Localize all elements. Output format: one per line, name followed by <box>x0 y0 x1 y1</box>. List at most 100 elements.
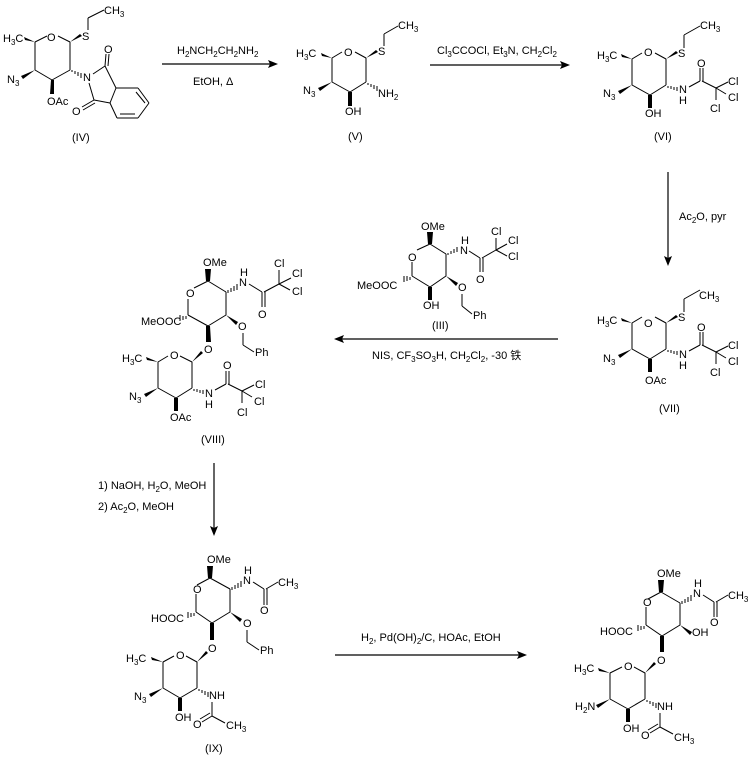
ring-oxygen: O <box>344 47 353 59</box>
chlorine-1: Cl <box>728 76 738 88</box>
reaction-arrow-2: Cl3CCOCl, Et3N, CH2Cl2 <box>430 45 570 69</box>
methyl-group: H3C <box>574 663 594 677</box>
ring-oxygen: O <box>47 32 56 44</box>
compound-label-vii: (VII) <box>659 403 680 415</box>
reaction-arrow-5: 1) NaOH, H2O, MeOH 2) Ac2O, MeOH <box>98 463 218 536</box>
compound-viii: O OMe H N O Cl Cl Cl MeOOC O Ph O <box>122 257 302 446</box>
methyl-group: H3C <box>122 353 142 367</box>
conditions-step6: H2, Pd(OH)2/C, HOAc, EtOH <box>361 632 501 646</box>
benzyl-oxygen: O <box>243 618 252 630</box>
chlorine-1: Cl <box>491 226 501 238</box>
chlorine-2: Cl <box>292 268 302 280</box>
ethyl-methyl: CH3 <box>398 20 419 34</box>
compound-label-vi: (VI) <box>654 131 672 143</box>
ethyl-methyl: CH3 <box>699 290 720 304</box>
chlorine-3: Cl <box>710 103 720 115</box>
compound-v: O H3C S CH3 N3 OH NH2 (V) <box>296 20 419 143</box>
reaction-arrow-4: NIS, CF3SO3H, CH2Cl2, -30 铁 <box>334 335 558 364</box>
amide-hydrogen: H <box>244 565 252 577</box>
glycosidic-oxygen: O <box>204 344 213 356</box>
chlorine-3: Cl <box>508 251 518 263</box>
amide-hydrogen: H <box>679 95 687 107</box>
compound-vi: O H3C S CH3 N3 OH N H O Cl Cl Cl (VI) <box>597 20 738 143</box>
chlorine-2: Cl <box>508 235 518 247</box>
ring-oxygen: O <box>643 597 652 609</box>
methyl-group: H3C <box>126 653 146 667</box>
amide2-nitrogen: N <box>205 388 213 400</box>
amide-nitrogen: N <box>243 575 251 587</box>
methyl-group: H3C <box>3 33 23 47</box>
benzyl-oxygen: O <box>238 321 247 333</box>
carbonyl-oxygen: O <box>697 58 706 70</box>
acetoxy-group: OAc <box>47 96 69 108</box>
acid-group: HOOC <box>600 626 633 638</box>
carbonyl2-oxygen: O <box>641 730 650 742</box>
hydroxy2-group: OH <box>623 723 640 735</box>
methoxy-group: OMe <box>207 554 231 566</box>
phenyl-group: Ph <box>260 645 273 657</box>
hydroxy-group: OH <box>175 712 192 724</box>
carbonyl-oxygen: O <box>258 309 267 321</box>
compound-label-ix: (IX) <box>205 743 223 755</box>
ester-group: MeOOC <box>357 280 397 292</box>
carbonyl-oxygen: O <box>697 322 706 334</box>
glycosidic-oxygen: O <box>657 655 666 667</box>
azide-group: N3 <box>7 74 20 88</box>
ring-oxygen: O <box>186 288 195 300</box>
carbonyl-oxygen: O <box>476 274 485 286</box>
carbonyl2-oxygen: O <box>193 719 202 731</box>
hydroxy1-group: OH <box>692 627 709 639</box>
azide-group: N3 <box>603 353 616 367</box>
reagent-step3: Ac2O, pyr <box>679 211 727 225</box>
acetyl-methyl: CH3 <box>278 577 299 591</box>
amide-nitrogen: N <box>679 349 687 361</box>
carbonyl-oxygen: O <box>710 617 719 629</box>
reaction-arrow-6: H2, Pd(OH)2/C, HOAc, EtOH <box>335 632 527 659</box>
ethyl-methyl: CH3 <box>700 20 721 34</box>
benzyl-oxygen: O <box>458 282 467 294</box>
conditions-step4: NIS, CF3SO3H, CH2Cl2, -30 铁 <box>372 349 521 364</box>
ester-group: MeOOC <box>141 316 181 328</box>
methyl-group: H3C <box>597 315 617 329</box>
chlorine-6: Cl <box>237 407 247 419</box>
chlorine-1: Cl <box>274 258 284 270</box>
phenyl-group: Ph <box>255 347 268 359</box>
amide-nitrogen: N <box>679 84 687 96</box>
methyl-group: H3C <box>296 48 316 62</box>
compound-label-iii: (III) <box>432 320 449 332</box>
reaction-arrow-1: H2NCH2CH2NH2 EtOH, Δ <box>162 45 278 88</box>
imide-oxygen-bottom: O <box>72 106 81 118</box>
chlorine-1: Cl <box>728 340 738 352</box>
methyl-group: H3C <box>597 50 617 64</box>
acetyl2-methyl: CH3 <box>226 720 247 734</box>
imide-oxygen-top: O <box>104 44 113 56</box>
thio-group: S <box>678 48 685 60</box>
compound-vii: O H3C S CH3 N3 OAc N H O Cl Cl Cl (VII) <box>597 289 738 415</box>
ring-oxygen: O <box>193 584 202 596</box>
azide-group: N3 <box>603 88 616 102</box>
azide-group: N3 <box>129 391 142 405</box>
acetoxy-group: OAc <box>170 412 192 424</box>
methoxy-group: OMe <box>203 257 227 269</box>
carbonyl2-oxygen: O <box>223 360 232 372</box>
methoxy-group: OMe <box>657 568 681 580</box>
thio-group: S <box>82 31 89 43</box>
chlorine-5: Cl <box>254 396 264 408</box>
hydroxy-group: OH <box>645 108 662 120</box>
compound-iii: O OMe H N O Cl Cl Cl MeOOC OH O Ph (III) <box>357 221 518 332</box>
azide-group: N3 <box>303 85 316 99</box>
amide2-hydrogen: H <box>205 399 213 411</box>
chlorine-4: Cl <box>255 379 265 391</box>
amide-nitrogen: N <box>693 588 701 600</box>
hydroxy-group: OH <box>423 300 440 312</box>
reagent-ethylenediamine: H2NCH2CH2NH2 <box>177 45 259 59</box>
amine-group: NH2 <box>378 88 399 102</box>
carbonyl-oxygen: O <box>260 605 269 617</box>
phenyl-group: Ph <box>473 310 486 322</box>
amide-hydrogen: H <box>694 578 702 590</box>
thio-group: S <box>378 46 385 58</box>
ring2-oxygen: O <box>170 350 179 362</box>
chlorine-2: Cl <box>728 356 738 368</box>
ring-oxygen: O <box>644 318 653 330</box>
